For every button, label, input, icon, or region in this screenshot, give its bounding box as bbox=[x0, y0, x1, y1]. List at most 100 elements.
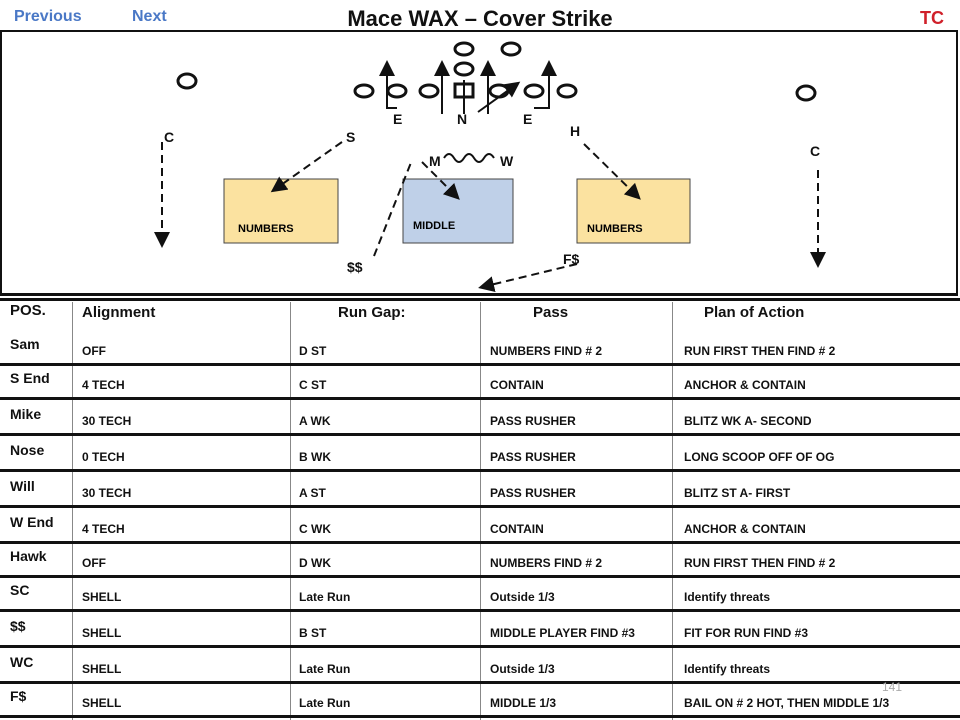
offense-player bbox=[488, 83, 510, 99]
table-cell-alignment: 30 TECH bbox=[82, 486, 132, 500]
offense-player bbox=[523, 83, 545, 99]
table-cell-pos: Hawk bbox=[10, 548, 47, 564]
label-c-left: C bbox=[164, 129, 174, 145]
table-cell-alignment: SHELL bbox=[82, 590, 122, 604]
previous-link[interactable]: Previous bbox=[14, 8, 82, 25]
table-cell-run-gap: Late Run bbox=[299, 590, 351, 604]
table-cell-pass: Outside 1/3 bbox=[490, 662, 555, 676]
table-cell-plan: ANCHOR & CONTAIN bbox=[684, 378, 806, 392]
sam-drop bbox=[270, 141, 343, 193]
label-s: S bbox=[346, 129, 355, 145]
table-cell-run-gap: B WK bbox=[299, 450, 331, 464]
row-divider bbox=[0, 397, 960, 400]
offense-players bbox=[176, 41, 817, 102]
column-divider bbox=[290, 302, 291, 720]
table-cell-alignment: SHELL bbox=[82, 696, 122, 710]
row-divider bbox=[0, 469, 960, 472]
column-divider bbox=[672, 302, 673, 720]
row-divider bbox=[0, 575, 960, 578]
nose-scoop bbox=[477, 81, 521, 113]
row-divider bbox=[0, 609, 960, 612]
table-cell-alignment: 0 TECH bbox=[82, 450, 125, 464]
table-cell-pos: WC bbox=[10, 654, 34, 670]
column-divider bbox=[72, 302, 73, 720]
table-cell-pos: W End bbox=[10, 514, 54, 530]
rush-lines bbox=[379, 60, 557, 163]
header-run-gap: Run Gap: bbox=[338, 304, 406, 321]
label-c-right: C bbox=[810, 143, 820, 159]
table-cell-pass: NUMBERS FIND # 2 bbox=[490, 344, 603, 358]
label-e-left: E bbox=[393, 111, 402, 127]
table-cell-run-gap: D WK bbox=[299, 556, 331, 570]
table-cell-pass: PASS RUSHER bbox=[490, 414, 576, 428]
label-m: M bbox=[429, 153, 441, 169]
zone-label-numbers-right: NUMBERS bbox=[587, 223, 643, 235]
table-cell-pos: Nose bbox=[10, 442, 45, 458]
mike-drop bbox=[421, 161, 460, 200]
table-cell-pass: PASS RUSHER bbox=[490, 486, 576, 500]
row-divider bbox=[0, 645, 960, 648]
table-cell-pass: CONTAIN bbox=[490, 522, 544, 536]
tc-badge: TC bbox=[920, 8, 944, 28]
table-cell-plan: BAIL ON # 2 HOT, THEN MIDDLE 1/3 bbox=[684, 696, 890, 710]
free-safety-drop bbox=[478, 263, 578, 292]
rush-line-e-left bbox=[379, 60, 397, 109]
label-ss: $$ bbox=[347, 259, 363, 275]
top-bar: Previous Next Mace WAX – Cover Strike TC bbox=[0, 0, 960, 34]
offense-player bbox=[176, 72, 198, 90]
stunt-squiggle bbox=[443, 153, 495, 163]
table-cell-plan: Identify threats bbox=[684, 662, 771, 676]
header-pos: POS. bbox=[10, 302, 46, 319]
table-cell-pos: S End bbox=[10, 370, 50, 386]
zone-label-numbers-left: NUMBERS bbox=[238, 223, 294, 235]
row-divider bbox=[0, 363, 960, 366]
table-cell-alignment: 4 TECH bbox=[82, 378, 125, 392]
label-e-right: E bbox=[523, 111, 532, 127]
safety-fill bbox=[373, 159, 413, 257]
table-cell-run-gap: D ST bbox=[299, 344, 327, 358]
table-cell-run-gap: C ST bbox=[299, 378, 327, 392]
header-plan: Plan of Action bbox=[704, 304, 805, 321]
table-cell-pos: Sam bbox=[10, 336, 40, 352]
table-cell-plan: LONG SCOOP OFF OF OG bbox=[684, 450, 835, 464]
label-n: N bbox=[457, 111, 467, 127]
table-cell-alignment: SHELL bbox=[82, 626, 122, 640]
table-cell-pos: $$ bbox=[10, 618, 26, 634]
table-cell-alignment: OFF bbox=[82, 556, 106, 570]
row-divider bbox=[0, 505, 960, 508]
table-cell-pass: MIDDLE 1/3 bbox=[490, 696, 557, 710]
middle-zone bbox=[402, 178, 514, 244]
play-diagram: NUMBERS MIDDLE NUMBERS bbox=[0, 30, 958, 296]
column-divider bbox=[480, 302, 481, 720]
table-cell-plan: BLITZ WK A- SECOND bbox=[684, 414, 812, 428]
page-number: 141 bbox=[881, 680, 902, 694]
next-link[interactable]: Next bbox=[132, 8, 167, 25]
table-cell-run-gap: C WK bbox=[299, 522, 331, 536]
page-title: Mace WAX – Cover Strike bbox=[347, 6, 613, 31]
table-cell-pass: MIDDLE PLAYER FIND #3 bbox=[490, 626, 635, 640]
header-divider bbox=[0, 298, 960, 301]
row-divider bbox=[0, 715, 960, 718]
offense-player bbox=[500, 41, 522, 57]
table-cell-plan: FIT FOR RUN FIND #3 bbox=[684, 626, 809, 640]
table-cell-alignment: 30 TECH bbox=[82, 414, 132, 428]
table-cell-pos: SC bbox=[10, 582, 30, 598]
table-cell-run-gap: B ST bbox=[299, 626, 327, 640]
table-cell-alignment: OFF bbox=[82, 344, 106, 358]
row-divider bbox=[0, 433, 960, 436]
table-cell-run-gap: A ST bbox=[299, 486, 326, 500]
header-pass: Pass bbox=[533, 304, 569, 321]
table-cell-pass: PASS RUSHER bbox=[490, 450, 576, 464]
table-cell-pass: Outside 1/3 bbox=[490, 590, 555, 604]
row-divider bbox=[0, 541, 960, 544]
row-divider bbox=[0, 681, 960, 684]
offense-player bbox=[453, 61, 475, 77]
table-cell-plan: BLITZ ST A- FIRST bbox=[684, 486, 791, 500]
rush-line-e-right bbox=[534, 60, 557, 109]
offense-player bbox=[795, 84, 817, 102]
table-cell-plan: RUN FIRST THEN FIND # 2 bbox=[684, 344, 836, 358]
table-cell-run-gap: A WK bbox=[299, 414, 331, 428]
table-cell-pos: Mike bbox=[10, 406, 42, 422]
assignment-table: POS. Alignment Run Gap: Pass Plan of Act… bbox=[0, 298, 960, 720]
table-cell-run-gap: Late Run bbox=[299, 662, 351, 676]
